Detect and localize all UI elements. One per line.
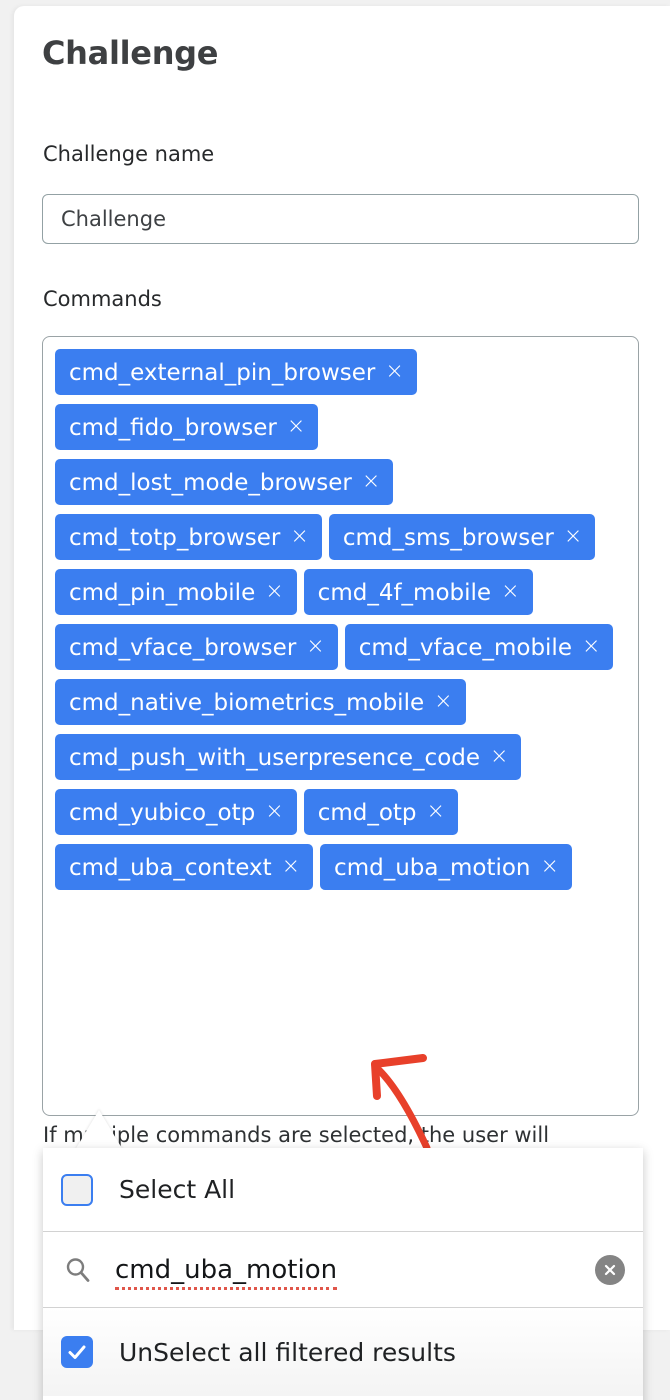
command-chip-label: cmd_lost_mode_browser [69, 469, 352, 496]
command-chip-label: cmd_vface_mobile [358, 634, 572, 661]
remove-chip-icon[interactable]: × [290, 524, 309, 549]
select-all-checkbox[interactable] [61, 1173, 93, 1206]
dropdown-caret-icon [75, 1110, 123, 1150]
command-chip[interactable]: cmd_vface_browser × [55, 624, 338, 670]
command-chip-label: cmd_push_with_userpresence_code [69, 744, 481, 771]
remove-chip-icon[interactable]: × [265, 579, 284, 604]
command-chip[interactable]: cmd_fido_browser × [55, 404, 319, 450]
command-chip-label: cmd_native_biometrics_mobile [69, 689, 425, 716]
search-input-value: cmd_uba_motion [115, 1254, 338, 1290]
command-chip[interactable]: cmd_pin_mobile × [55, 569, 297, 615]
command-chip-label: cmd_uba_context [69, 854, 272, 881]
command-chip[interactable]: cmd_otp × [303, 789, 458, 835]
remove-chip-icon[interactable]: × [434, 689, 453, 714]
commands-label: Commands [43, 287, 162, 311]
remove-chip-icon[interactable]: × [563, 524, 583, 549]
command-chip-label: cmd_sms_browser [342, 524, 554, 551]
command-chip[interactable]: cmd_yubico_otp × [55, 789, 297, 835]
command-chip-label: cmd_external_pin_browser [69, 359, 376, 386]
remove-chip-icon[interactable]: × [490, 744, 509, 769]
command-chip[interactable]: cmd_native_biometrics_mobile × [55, 679, 466, 725]
commands-helper-text: If multiple commands are selected, the u… [43, 1123, 550, 1147]
unselect-filtered-checkbox[interactable] [61, 1336, 93, 1368]
remove-chip-icon[interactable]: × [581, 634, 601, 659]
command-chip-label: cmd_yubico_otp [69, 799, 256, 826]
unselect-filtered-label: UnSelect all filtered results [119, 1337, 456, 1367]
command-chip-label: cmd_pin_mobile [69, 579, 256, 606]
command-chip[interactable]: cmd_4f_mobile × [303, 569, 533, 615]
remove-chip-icon[interactable]: × [540, 854, 559, 879]
command-chip[interactable]: cmd_totp_browser × [55, 514, 322, 560]
commands-dropdown-panel: Select All cmd_uba_motion UnSelect all f… [43, 1148, 643, 1400]
remove-chip-icon[interactable]: × [501, 579, 520, 604]
challenge-name-label: Challenge name [43, 142, 215, 166]
remove-chip-icon[interactable]: × [385, 359, 404, 384]
challenge-name-input[interactable] [42, 194, 639, 244]
dropdown-search-row[interactable]: cmd_uba_motion [43, 1232, 643, 1308]
command-chip-label: cmd_totp_browser [69, 524, 281, 551]
clear-search-icon[interactable] [595, 1254, 625, 1285]
challenge-card: Challenge Challenge name Commands cmd_ex… [14, 6, 670, 1330]
command-chip[interactable]: cmd_sms_browser × [328, 514, 596, 560]
dropdown-item-unselect-filtered[interactable]: UnSelect all filtered results [43, 1308, 643, 1396]
command-chip[interactable]: cmd_external_pin_browser × [55, 349, 417, 395]
page-title: Challenge [42, 34, 219, 72]
remove-chip-icon[interactable]: × [281, 854, 301, 879]
command-chip-label: cmd_4f_mobile [317, 579, 492, 606]
remove-chip-icon[interactable]: × [361, 469, 381, 494]
select-all-label: Select All [119, 1175, 236, 1204]
remove-chip-icon[interactable]: × [306, 634, 325, 659]
command-chip[interactable]: cmd_lost_mode_browser × [55, 459, 394, 505]
dropdown-search-input[interactable]: cmd_uba_motion [115, 1254, 595, 1290]
remove-chip-icon[interactable]: × [265, 799, 284, 824]
search-icon [66, 1257, 90, 1282]
remove-chip-icon[interactable]: × [426, 799, 445, 824]
command-chip[interactable]: cmd_uba_context × [55, 844, 314, 890]
command-chip-label: cmd_vface_browser [69, 634, 297, 661]
command-chip-label: cmd_otp [317, 799, 417, 826]
command-chip-label: cmd_fido_browser [69, 414, 277, 441]
command-chip[interactable]: cmd_vface_mobile × [344, 624, 614, 670]
command-chip[interactable]: cmd_push_with_userpresence_code × [55, 734, 522, 780]
command-chip-label: cmd_uba_motion [334, 854, 531, 881]
remove-chip-icon[interactable]: × [286, 414, 306, 439]
command-chip[interactable]: cmd_uba_motion × [320, 844, 572, 890]
command-chip-list: cmd_external_pin_browser×cmd_fido_browse… [55, 349, 628, 890]
commands-multiselect[interactable]: cmd_external_pin_browser×cmd_fido_browse… [42, 336, 639, 1116]
dropdown-item-select-all[interactable]: Select All [43, 1148, 643, 1232]
